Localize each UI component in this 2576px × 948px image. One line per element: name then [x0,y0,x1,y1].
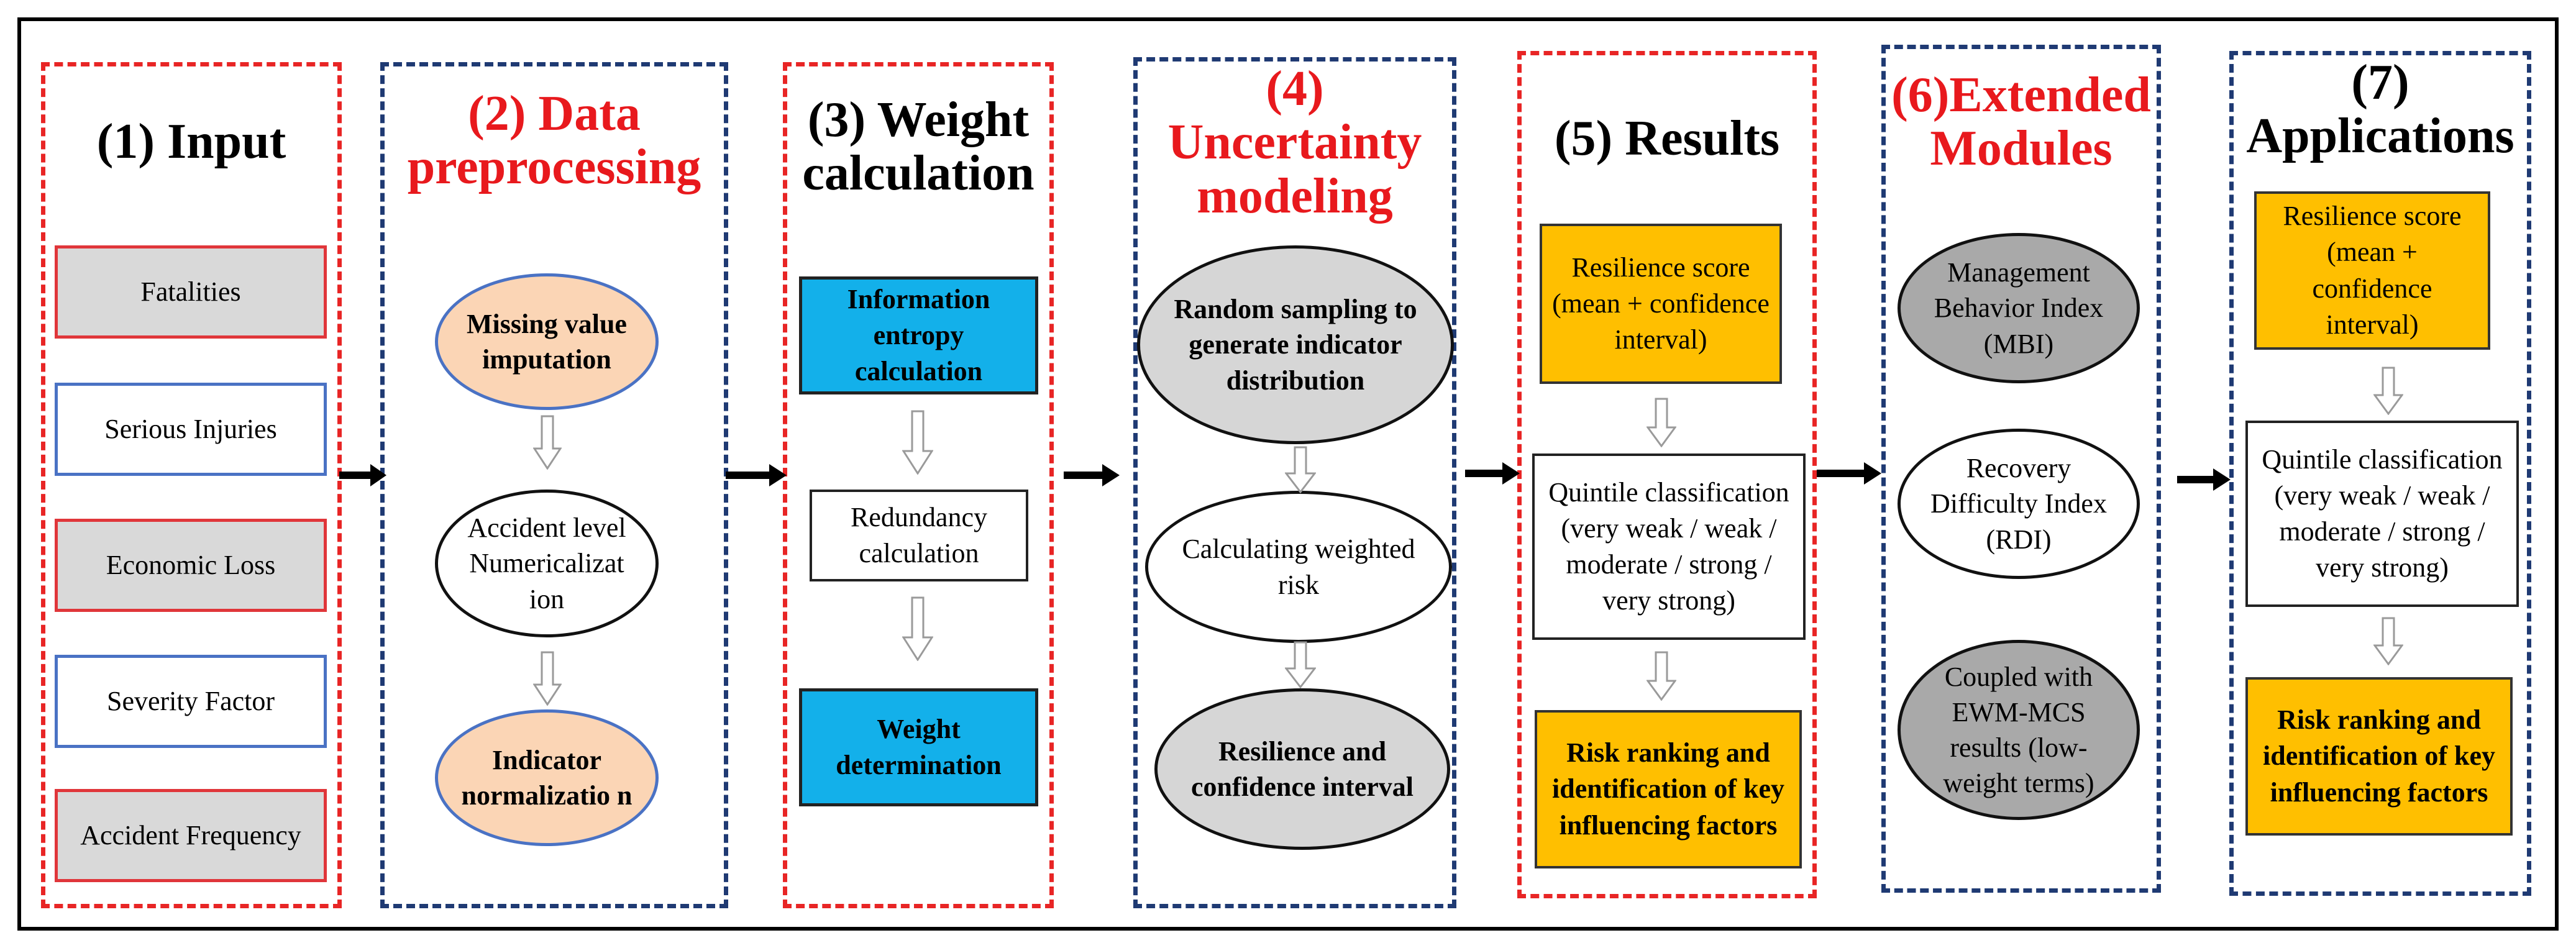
title-line: modeling [1197,168,1393,224]
arrow-weight-to-uncertainty [1064,464,1120,486]
panel-results [1517,51,1817,898]
arrow-preprocessing-to-weight [726,464,787,486]
resilience-confidence-interval: Resilience and confidence interval [1154,688,1450,850]
title-line: (7) [2351,55,2409,110]
indicator-normalization: Indicator normalizatio n [435,709,659,846]
applications-quintile-classification: Quintile classification (very weak / wea… [2245,421,2519,607]
panel-extended-modules-title: (6)Extended Modules [1881,68,2161,176]
information-entropy-calculation: Information entropy calculation [799,276,1038,394]
down-arrow-applications-1 [2373,367,2403,415]
results-risk-ranking: Risk ranking and identification of key i… [1535,710,1802,868]
applications-risk-ranking: Risk ranking and identification of key i… [2245,677,2513,836]
accident-level-numericalization: Accident level Numericalizat ion [435,490,659,637]
down-arrow-weight-1 [902,410,933,475]
missing-value-imputation: Missing value imputation [435,273,659,410]
input-economic-loss: Economic Loss [55,519,327,612]
results-quintile-classification: Quintile classification (very weak / wea… [1532,453,1806,640]
panel-weight-calculation [783,62,1054,908]
title-line: Applications [2246,109,2514,164]
input-serious-injuries: Serious Injuries [55,383,327,476]
arrow-extended-to-applications [2177,468,2231,491]
title-line: (2) Data [468,86,641,141]
random-sampling: Random sampling to generate indicator di… [1137,245,1454,444]
panel-data-preprocessing-title: (2) Data preprocessing [380,87,728,194]
title-line: (3) Weight [807,93,1030,147]
redundancy-calculation: Redundancy calculation [810,490,1028,581]
weight-determination: Weight determination [799,688,1038,806]
panel-data-preprocessing [380,62,728,908]
arrow-input-to-preprocessing [339,464,386,486]
title-line: calculation [802,146,1035,201]
down-arrow-weight-2 [902,596,933,661]
down-arrow-uncertainty-1 [1285,446,1316,493]
down-arrow-preprocessing-2 [533,651,562,706]
title-line: preprocessing [407,140,701,195]
calculating-weighted-risk: Calculating weighted risk [1145,491,1452,643]
panel-weight-calculation-title: (3) Weight calculation [783,93,1054,201]
coupled-ewm-mcs: Coupled with EWM-MCS results (low-weight… [1898,640,2140,820]
down-arrow-results-1 [1647,398,1676,447]
input-accident-frequency: Accident Frequency [55,789,327,882]
applications-resilience-score: Resilience score (mean + confidence inte… [2254,191,2490,350]
title-line: Uncertainty [1167,115,1422,170]
title-line: (6)Extended [1891,68,2151,122]
title-line: Modules [1930,121,2112,176]
down-arrow-applications-2 [2373,617,2403,665]
arrow-uncertainty-to-results [1465,462,1520,485]
results-resilience-score: Resilience score (mean + confidence inte… [1540,224,1782,384]
recovery-difficulty-index: Recovery Difficulty Index (RDI) [1898,429,2140,579]
panel-applications [2229,51,2531,896]
panel-applications-title: (7) Applications [2229,56,2531,163]
panel-input [41,62,342,908]
panel-uncertainty-modeling-title: (4) Uncertainty modeling [1133,62,1456,224]
arrow-results-to-extended [1817,462,1881,485]
panel-results-title: (5) Results [1554,111,1780,166]
down-arrow-preprocessing-1 [533,415,562,470]
diagram-frame [17,17,2559,931]
management-behavior-index: Management Behavior Index (MBI) [1898,233,2140,383]
panel-uncertainty-modeling [1133,57,1456,908]
input-severity-factor: Severity Factor [55,655,327,748]
input-fatalities: Fatalities [55,245,327,339]
panel-extended-modules [1881,45,2161,893]
panel-input-title: (1) Input [96,114,286,169]
down-arrow-results-2 [1647,651,1676,701]
down-arrow-uncertainty-2 [1285,641,1316,688]
title-line: (4) [1266,62,1324,116]
